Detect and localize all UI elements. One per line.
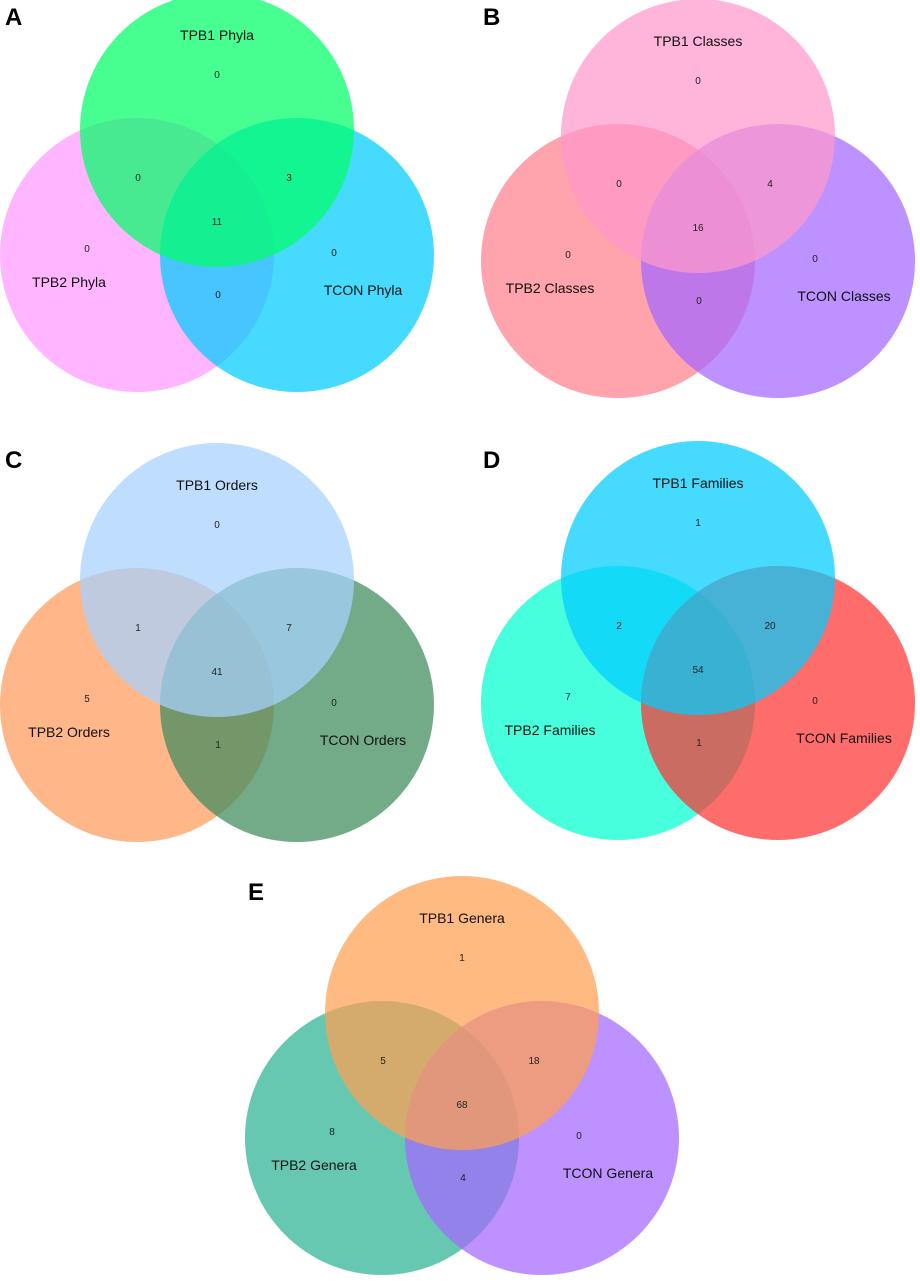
- panel-letter: D: [483, 447, 500, 474]
- set-label: TPB1 Phyla: [180, 27, 254, 43]
- set-label: TCON Genera: [563, 1165, 653, 1181]
- venn-circle-tpb1-orders: [80, 443, 354, 717]
- panel-letter: A: [5, 4, 22, 31]
- region-count-r13: 7: [286, 623, 292, 634]
- region-count-r23: 0: [696, 296, 702, 307]
- region-count-r123: 54: [692, 665, 704, 676]
- region-count-only2: 8: [329, 1127, 335, 1138]
- region-count-only3: 0: [331, 698, 337, 709]
- region-count-only2: 0: [84, 244, 90, 255]
- region-count-only1: 0: [214, 70, 220, 81]
- region-count-r123: 68: [456, 1100, 468, 1111]
- region-count-r123: 16: [692, 223, 704, 234]
- region-count-only3: 0: [331, 248, 337, 259]
- region-count-r23: 1: [696, 738, 702, 749]
- region-count-r12: 1: [135, 623, 141, 634]
- set-label: TCON Phyla: [324, 282, 403, 298]
- set-label: TPB1 Genera: [419, 910, 505, 926]
- set-label: TPB2 Genera: [271, 1157, 357, 1173]
- region-count-only3: 0: [812, 254, 818, 265]
- panel-letter: B: [483, 4, 500, 31]
- set-label: TPB2 Families: [504, 722, 595, 738]
- region-count-r12: 0: [135, 173, 141, 184]
- region-count-r13: 20: [764, 621, 776, 632]
- region-count-only2: 5: [84, 694, 90, 705]
- panel-letter: E: [248, 879, 264, 906]
- region-count-r13: 4: [767, 179, 773, 190]
- panel-letter: C: [5, 447, 22, 474]
- region-count-only3: 0: [812, 696, 818, 707]
- set-label: TPB1 Classes: [654, 33, 743, 49]
- venn-circle-tpb1-classes: [561, 0, 835, 273]
- region-count-r12: 5: [380, 1056, 386, 1067]
- region-count-only2: 0: [565, 250, 571, 261]
- region-count-r13: 3: [286, 173, 292, 184]
- set-label: TCON Families: [796, 730, 892, 746]
- region-count-r12: 0: [616, 179, 622, 190]
- set-label: TPB2 Phyla: [32, 274, 106, 290]
- region-count-only3: 0: [576, 1131, 582, 1142]
- set-label: TCON Orders: [320, 732, 406, 748]
- region-count-r23: 4: [460, 1173, 466, 1184]
- region-count-r23: 0: [215, 290, 221, 301]
- region-count-r13: 18: [528, 1056, 540, 1067]
- region-count-only1: 1: [695, 518, 701, 529]
- region-count-r123: 11: [212, 217, 223, 228]
- set-label: TPB1 Orders: [176, 477, 258, 493]
- set-label: TPB2 Classes: [506, 280, 595, 296]
- set-label: TCON Classes: [797, 288, 890, 304]
- region-count-only2: 7: [565, 692, 571, 703]
- region-count-r12: 2: [616, 621, 622, 632]
- region-count-only1: 0: [695, 76, 701, 87]
- set-label: TPB1 Families: [652, 475, 743, 491]
- set-label: TPB2 Orders: [28, 724, 110, 740]
- venn-circle-tpb1-families: [561, 441, 835, 715]
- region-count-only1: 0: [214, 520, 220, 531]
- venn-circle-tpb1-genera: [325, 876, 599, 1150]
- venn-circle-tpb1-phyla: [80, 0, 354, 267]
- region-count-r123: 41: [211, 667, 223, 678]
- region-count-r23: 1: [215, 740, 221, 751]
- region-count-only1: 1: [459, 953, 465, 964]
